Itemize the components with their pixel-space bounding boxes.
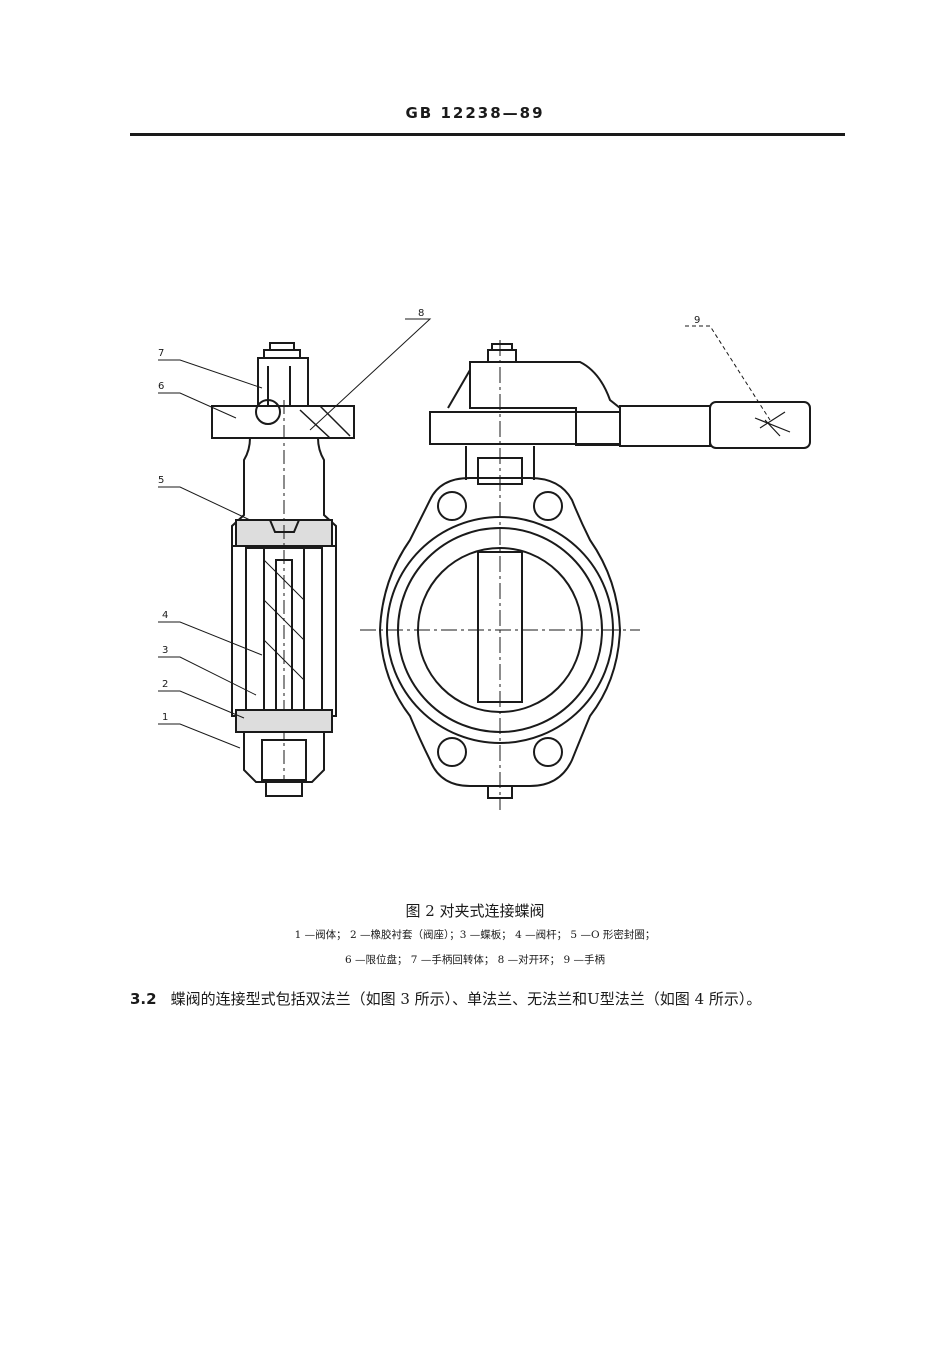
standard-header: GB 12238—89 <box>405 104 545 122</box>
callout-7: 7 <box>158 348 164 359</box>
callout-9: 9 <box>694 315 700 326</box>
figure-legend-line-2: 6 —限位盘； 7 —手柄回转体； 8 —对开环； 9 —手柄 <box>344 954 606 966</box>
figure-title: 图 2 对夹式连接蝶阀 <box>405 902 545 920</box>
callout-8: 8 <box>418 308 424 319</box>
leader-lines <box>158 318 771 749</box>
callout-4: 4 <box>162 610 168 621</box>
clause-3-2: 3.2 蝶阀的连接型式包括双法兰（如图 3 所示）、单法兰、无法兰和U型法兰（如图… <box>130 988 761 1009</box>
clause-text: 蝶阀的连接型式包括双法兰（如图 3 所示）、单法兰、无法兰和U型法兰（如图 4 … <box>170 990 762 1008</box>
callout-1: 1 <box>162 712 168 723</box>
callout-2: 2 <box>162 679 168 690</box>
section-view <box>211 342 355 797</box>
callout-5: 5 <box>158 475 164 486</box>
callout-3: 3 <box>162 645 168 656</box>
figure-legend-line-1: 1 —阀体； 2 —橡胶衬套（阀座）；3 —蝶板； 4 —阀杆； 5 —O 形密… <box>294 929 656 941</box>
front-view <box>360 340 811 810</box>
header-rule <box>130 133 845 136</box>
clause-number: 3.2 <box>130 990 157 1008</box>
callout-6: 6 <box>158 381 164 392</box>
butterfly-valve-drawing: 7 6 5 4 3 2 1 8 9 <box>158 308 811 810</box>
